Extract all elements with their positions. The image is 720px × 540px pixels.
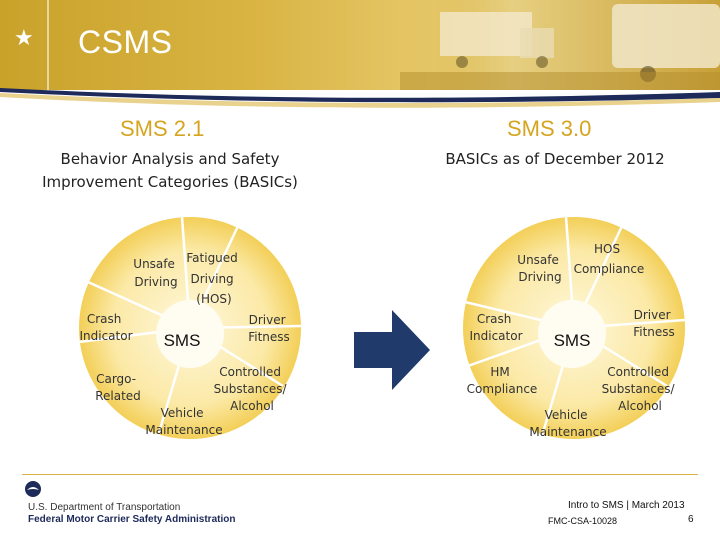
footer-agency-name: Federal Motor Carrier Safety Administrat…: [28, 514, 236, 525]
right-vm-2: Maintenance: [529, 425, 606, 439]
right-subtitle: BASICs as of December 2012: [445, 150, 665, 168]
left-basics-wheel: SMS Unsafe Driving Fatigued Driving (HOS…: [78, 216, 302, 439]
right-unsafe-2: Driving: [518, 270, 561, 284]
left-seg-cargo-related: Cargo- Related: [95, 372, 141, 403]
left-cargo-1: Cargo-: [96, 372, 136, 386]
right-vm-1: Vehicle: [545, 408, 588, 422]
right-center-label: SMS: [554, 331, 591, 350]
right-crash-1: Crash: [477, 312, 512, 326]
left-cs-2: Substances/: [214, 382, 288, 396]
right-seg-vehicle-maintenance: Vehicle Maintenance: [529, 408, 606, 439]
star-icon: ★: [14, 26, 34, 51]
left-unsafe-1: Unsafe: [133, 257, 175, 271]
transition-arrow-icon: [354, 310, 430, 390]
left-cs-1: Controlled: [219, 365, 281, 379]
left-subtitle-line2: Improvement Categories (BASICs): [42, 173, 298, 191]
star-box: ★: [0, 0, 48, 90]
right-fitness-2: Fitness: [633, 325, 675, 339]
right-cs-3: Alcohol: [618, 399, 662, 413]
left-fitness-1: Driver: [249, 313, 286, 327]
footer-rule: [22, 474, 698, 475]
left-cargo-2: Related: [95, 389, 141, 403]
left-wheel-center: [156, 300, 224, 368]
header-divider: [47, 0, 49, 90]
right-hos-1: HOS: [594, 242, 620, 256]
right-seg-driver-fitness: Driver Fitness: [633, 308, 675, 339]
right-seg-hos-compliance: HOS Compliance: [574, 242, 645, 276]
left-subtitle: Behavior Analysis and Safety Improvement…: [20, 148, 320, 194]
right-fitness-1: Driver: [634, 308, 671, 322]
left-seg-vehicle-maintenance: Vehicle Maintenance: [145, 406, 222, 437]
left-seg-crash-indicator: Crash Indicator: [79, 312, 132, 343]
left-fatigued-3: (HOS): [196, 292, 231, 306]
left-fatigued-2: Driving: [191, 272, 234, 286]
left-seg-controlled-substances: Controlled Substances/ Alcohol: [214, 365, 291, 413]
left-title: SMS 2.1: [120, 116, 205, 141]
page-title: CSMS: [78, 24, 173, 60]
left-crash-2: Indicator: [79, 329, 132, 343]
header-banner: ★ CSMS: [0, 0, 720, 90]
left-center-label: SMS: [164, 331, 201, 350]
right-basics-wheel: SMS Unsafe Driving HOS Compliance Driver…: [463, 216, 686, 439]
left-unsafe-2: Driving: [134, 275, 177, 289]
right-seg-unsafe-driving: Unsafe Driving: [517, 253, 562, 284]
page-number: 6: [688, 514, 694, 525]
right-title: SMS 3.0: [507, 116, 592, 141]
left-vm-2: Maintenance: [145, 423, 222, 437]
dot-eagle-logo-icon: [25, 481, 41, 497]
right-crash-2: Indicator: [469, 329, 522, 343]
header-photo-trucks: [400, 0, 720, 90]
left-seg-unsafe-driving: Unsafe Driving: [133, 257, 178, 289]
left-vm-1: Vehicle: [161, 406, 204, 420]
right-wheel-center: [538, 300, 606, 368]
header-swoosh: [0, 88, 720, 108]
right-cs-2: Substances/: [602, 382, 676, 396]
left-fitness-2: Fitness: [248, 330, 290, 344]
left-seg-fatigued-driving: Fatigued Driving (HOS): [186, 251, 241, 306]
right-seg-crash-indicator: Crash Indicator: [469, 312, 522, 343]
left-crash-1: Crash: [87, 312, 122, 326]
footer-doc-code: FMC-CSA-10028: [548, 516, 618, 526]
right-unsafe-1: Unsafe: [517, 253, 559, 267]
right-seg-hm-compliance: HM Compliance: [467, 365, 538, 396]
right-cs-1: Controlled: [607, 365, 669, 379]
footer-course-info: Intro to SMS | March 2013: [568, 500, 685, 511]
left-seg-driver-fitness: Driver Fitness: [248, 313, 290, 344]
right-hm-1: HM: [490, 365, 509, 379]
right-hos-2: Compliance: [574, 262, 645, 276]
left-subtitle-line1: Behavior Analysis and Safety: [60, 150, 280, 168]
footer-dept-name: U.S. Department of Transportation: [28, 502, 181, 513]
left-fatigued-1: Fatigued: [186, 251, 237, 265]
right-seg-controlled-substances: Controlled Substances/ Alcohol: [602, 365, 679, 413]
left-cs-3: Alcohol: [230, 399, 274, 413]
right-hm-2: Compliance: [467, 382, 538, 396]
